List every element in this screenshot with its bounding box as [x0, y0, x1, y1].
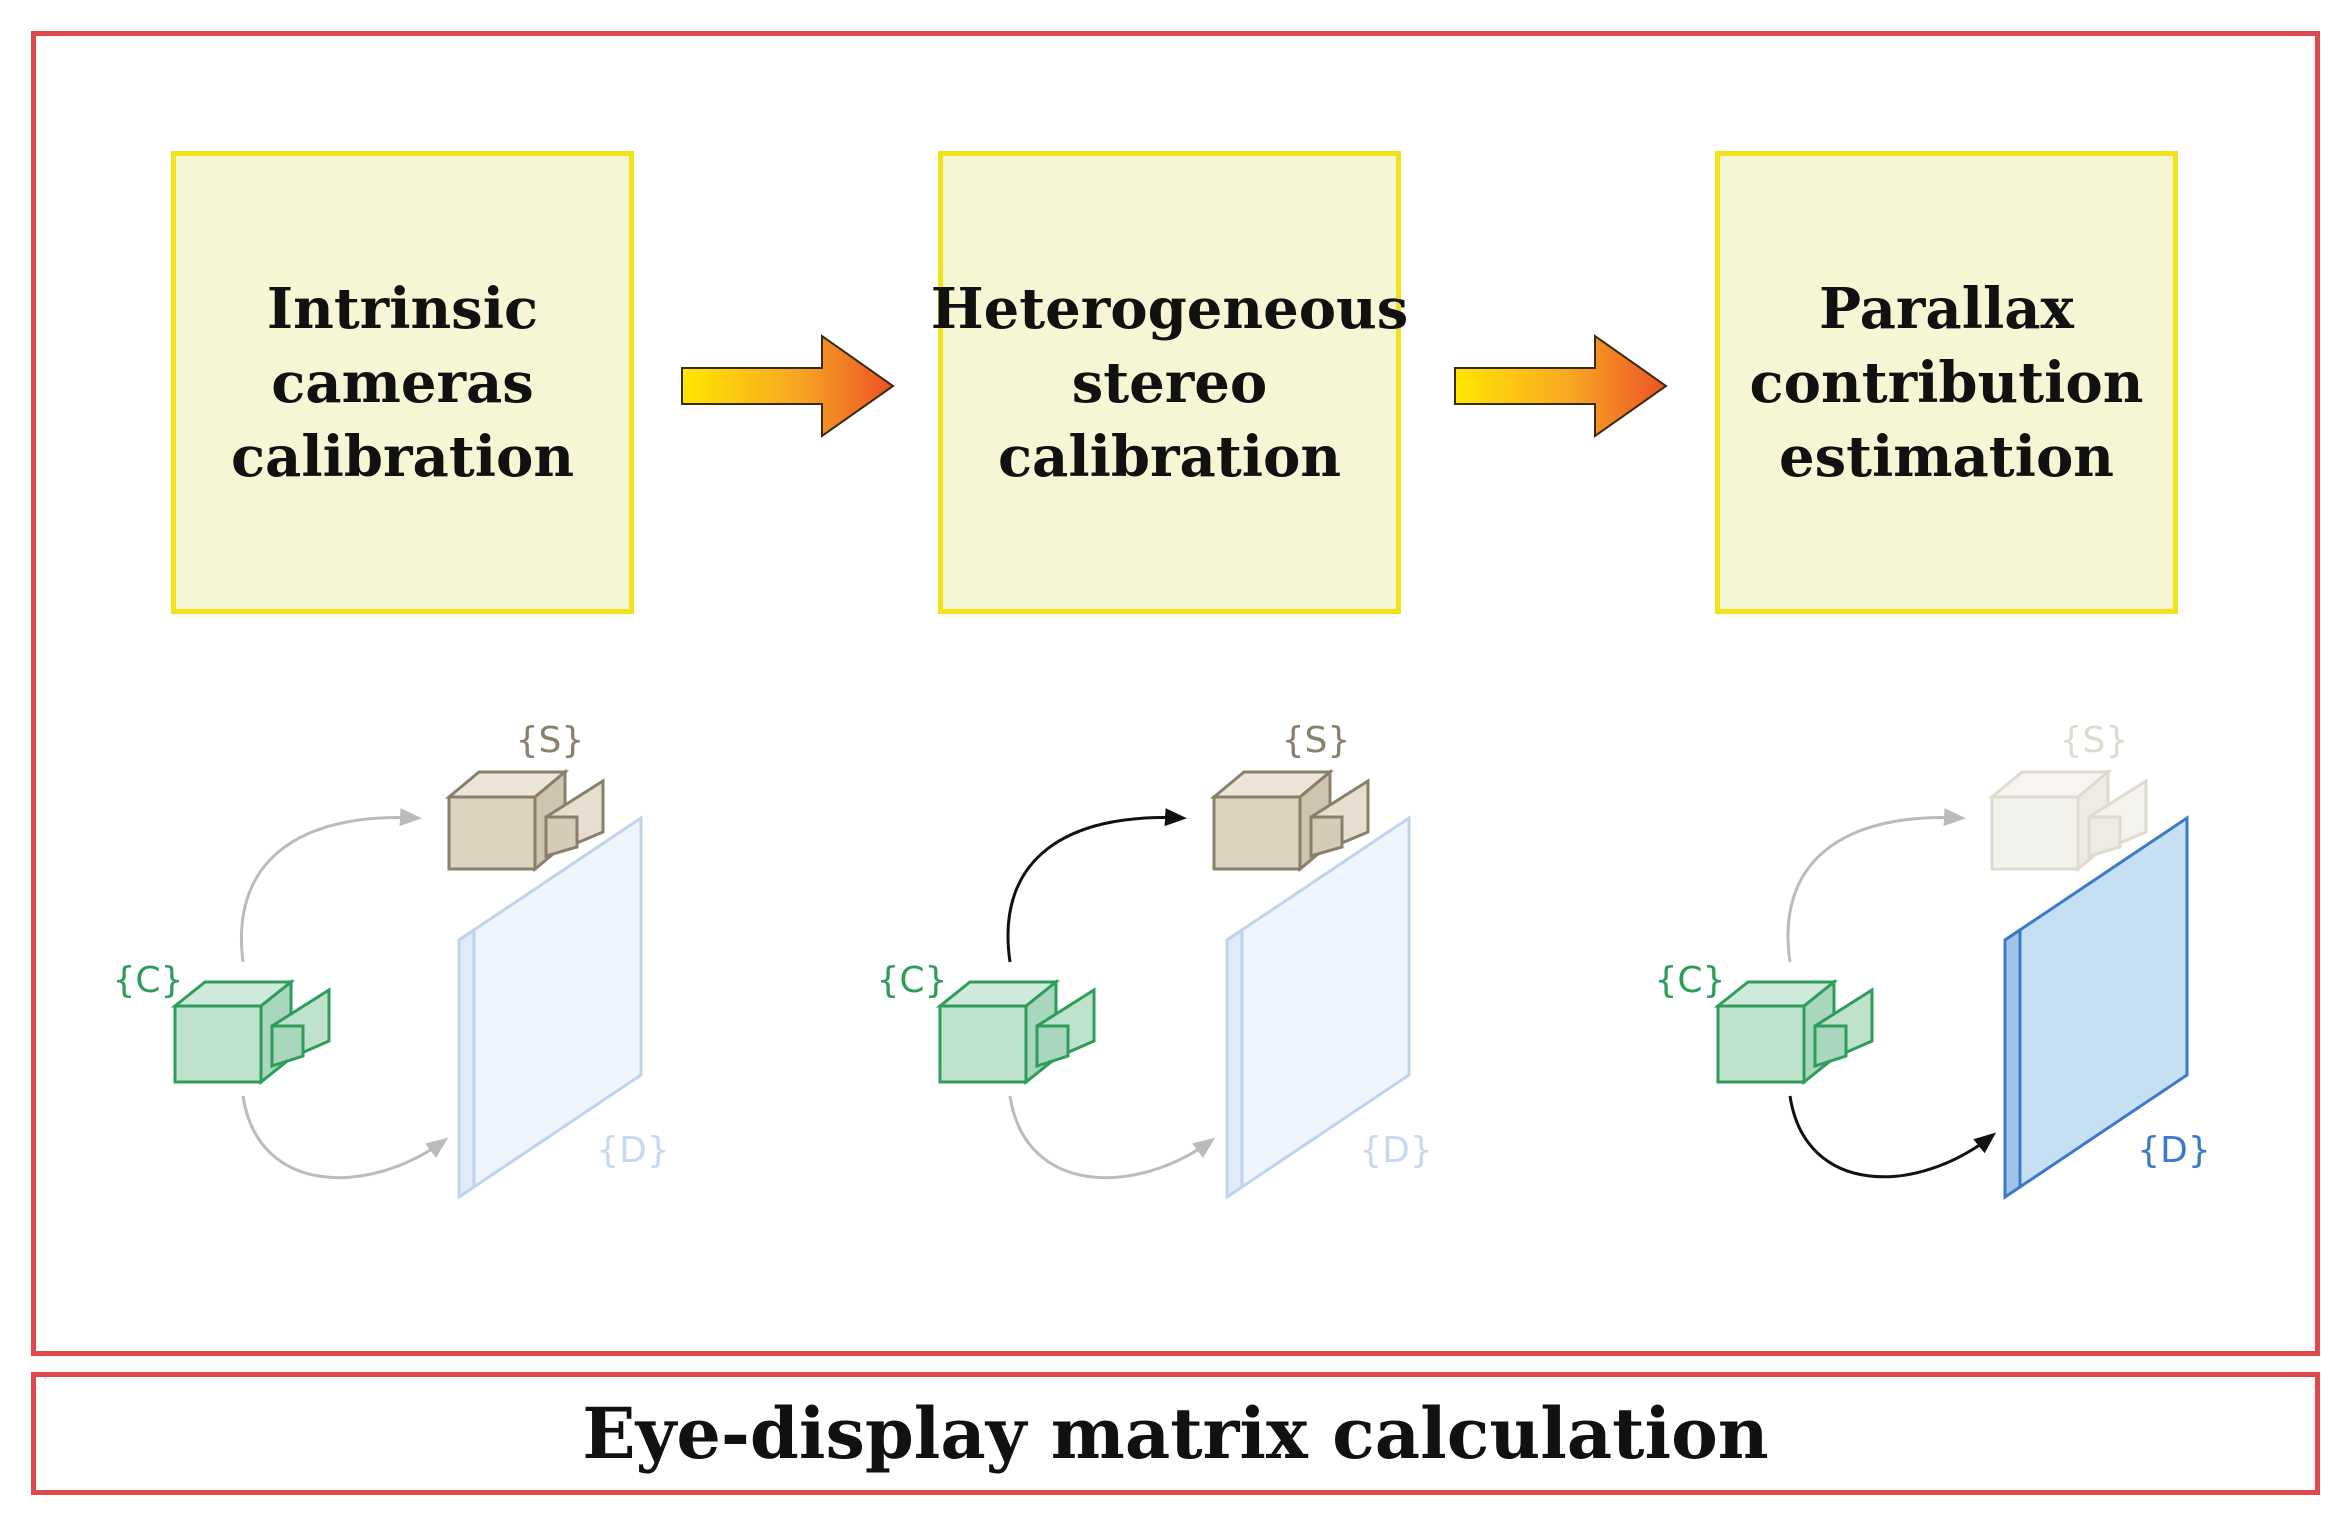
camera-body	[935, 978, 1096, 1086]
display-label: {D}	[1359, 1130, 1433, 1171]
footer-title: Eye-display matrix calculation	[582, 1392, 1769, 1475]
step-parallax-estimation: Parallax contribution estimation	[1715, 151, 2178, 614]
footer-frame: Eye-display matrix calculation	[31, 1372, 2320, 1495]
panel-3-illustration	[1713, 768, 2189, 1200]
sensor-camera	[1987, 768, 2148, 873]
camera-body	[170, 978, 331, 1086]
display-plane	[457, 815, 643, 1200]
main-frame	[31, 31, 2320, 1356]
step-stereo-calibration: Heterogeneous stereo calibration	[931, 151, 1408, 614]
step-label: Heterogeneous stereo calibration	[930, 275, 1409, 490]
process-arrow-1	[681, 334, 895, 438]
sensor-label: {S}	[516, 720, 585, 761]
sensor-camera	[444, 768, 605, 873]
camera-label: {C}	[113, 960, 184, 1001]
step-label: Intrinsic cameras calibration	[230, 275, 575, 490]
camera-body	[1713, 978, 1874, 1086]
panel-2-illustration	[935, 768, 1411, 1200]
display-label: {D}	[596, 1130, 670, 1171]
display-plane	[2003, 815, 2189, 1200]
step-label: Parallax contribution estimation	[1749, 275, 2144, 490]
sensor-camera	[1209, 768, 1370, 873]
display-plane	[1225, 815, 1411, 1200]
process-arrow-2	[1454, 334, 1668, 438]
step-intrinsic-calibration: Intrinsic cameras calibration	[171, 151, 634, 614]
panel-1-illustration	[170, 768, 643, 1200]
display-label: {D}	[2137, 1130, 2211, 1171]
camera-label: {C}	[877, 960, 948, 1001]
camera-label: {C}	[1655, 960, 1726, 1001]
sensor-label: {S}	[1282, 720, 1351, 761]
sensor-label: {S}	[2060, 720, 2129, 761]
